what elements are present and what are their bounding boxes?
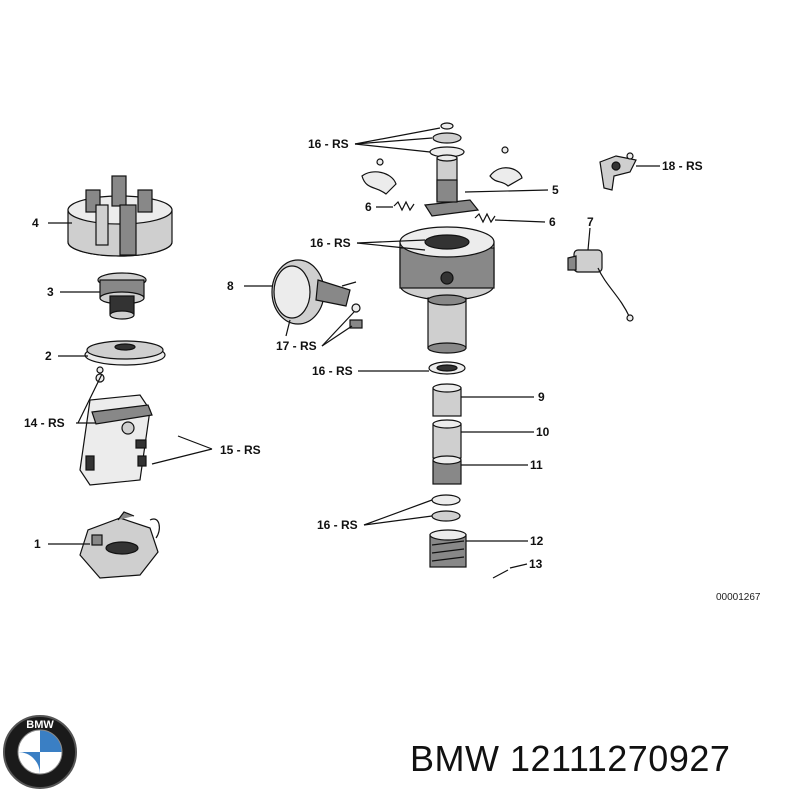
dust-shield <box>84 340 166 366</box>
label-9: 9 <box>538 390 545 404</box>
part-labels: 4 3 2 14 - RS 15 - RS 1 16 - RS 6 16 - R… <box>24 137 761 603</box>
label-14-rs: 14 - RS <box>24 416 65 430</box>
label-13: 13 <box>529 557 543 571</box>
condenser <box>567 249 634 322</box>
advance-springs <box>393 200 496 224</box>
label-18-rs: 18 - RS <box>662 159 703 173</box>
label-1: 1 <box>34 537 41 551</box>
part-number: 12111270927 <box>510 738 731 779</box>
distributor-cap <box>67 175 173 257</box>
label-3: 3 <box>47 285 54 299</box>
label-8: 8 <box>227 279 234 293</box>
logo-lettering: BMW <box>26 719 54 731</box>
label-16-rs-housing: 16 - RS <box>310 236 351 250</box>
label-7: 7 <box>587 215 594 229</box>
label-17-rs: 17 - RS <box>276 339 317 353</box>
distributor-housing <box>399 226 495 354</box>
label-11: 11 <box>530 458 543 472</box>
contact-set <box>79 511 160 579</box>
label-15-rs: 15 - RS <box>220 443 261 457</box>
label-16-rs-top: 16 - RS <box>308 137 349 151</box>
breaker-plate-assembly <box>79 366 153 486</box>
vacuum-advance-unit <box>271 259 363 337</box>
label-6-left: 6 <box>365 200 372 214</box>
label-12: 12 <box>530 534 544 548</box>
brand-name: BMW <box>410 738 500 779</box>
label-6-right: 6 <box>549 215 556 229</box>
label-5: 5 <box>552 183 559 197</box>
leader-lines <box>48 127 660 569</box>
drawing-number: 00001267 <box>716 592 761 603</box>
lower-bushings <box>428 361 466 522</box>
label-10: 10 <box>536 425 550 439</box>
label-4: 4 <box>32 216 39 230</box>
part-caption: BMW 12111270927 <box>410 738 730 780</box>
rotor <box>97 272 147 320</box>
cam-shaft <box>423 154 480 217</box>
bracket <box>599 152 637 191</box>
top-washers <box>429 122 465 158</box>
bmw-logo: BMW <box>3 715 77 789</box>
drive-gear <box>429 529 509 579</box>
flyweights <box>361 146 523 195</box>
label-16-rs-bottom: 16 - RS <box>317 518 358 532</box>
label-2: 2 <box>45 349 52 363</box>
label-16-rs-washer: 16 - RS <box>312 364 353 378</box>
